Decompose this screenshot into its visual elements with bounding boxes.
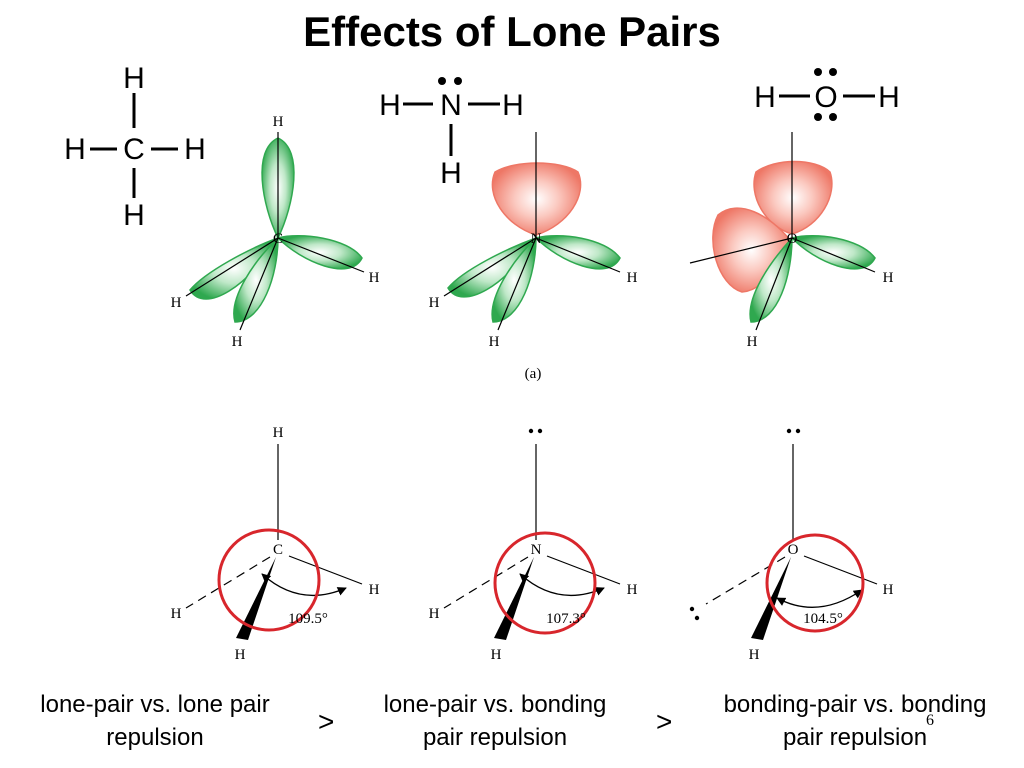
bond-angle-nh3: 107.3° xyxy=(546,611,586,627)
orbital-nh3 xyxy=(443,132,621,331)
repulsion-circle xyxy=(493,531,597,635)
caption-lone-lone: lone-pair vs. lone pair repulsion xyxy=(10,688,300,754)
caption-bonding-bonding-line2: pair repulsion xyxy=(782,724,928,751)
caption-lone-bonding: lone-pair vs. bonding pair repulsion xyxy=(350,688,640,754)
geometry-h2o-center-o: O xyxy=(788,542,799,558)
lone-pair-dot xyxy=(795,428,801,434)
lone-pair-dot xyxy=(537,428,543,434)
lone-pair-dot xyxy=(689,606,695,612)
orbital-h2o-center-o: O xyxy=(787,231,798,247)
geometry-h2o-h-right: H xyxy=(883,582,894,598)
lewis-h2o xyxy=(779,68,875,121)
lone-pair-dot xyxy=(829,113,837,121)
orbital-ch4 xyxy=(185,132,365,331)
figure-label-a: (a) xyxy=(525,366,542,382)
lewis-ch4-bottom-h: H xyxy=(123,199,145,232)
page-number: 6 xyxy=(926,712,934,729)
lewis-ch4-top-h: H xyxy=(123,62,145,95)
lewis-nh3-center-n: N xyxy=(440,89,462,122)
geometry-ch4-h-top: H xyxy=(273,425,284,441)
geometry-ch4-h-left: H xyxy=(171,606,182,622)
orbital-nh3-center-n: N xyxy=(531,231,542,247)
caption-lone-lone-line2: repulsion xyxy=(106,724,204,751)
lone-pair-dot xyxy=(694,615,700,621)
lone-pair-dot xyxy=(814,68,822,76)
lone-pair-dot xyxy=(814,113,822,121)
bond-angle-ch4: 109.5° xyxy=(288,611,328,627)
orbital-nh3-h-left: H xyxy=(429,295,440,311)
orbital-h2o xyxy=(689,132,876,331)
geometry-nh3-h-left: H xyxy=(429,606,440,622)
lewis-nh3-left-h: H xyxy=(379,89,401,122)
geometry-nh3-h-bottom: H xyxy=(491,647,502,663)
slide-title: Effects of Lone Pairs xyxy=(303,8,721,55)
lewis-h2o-right-h: H xyxy=(878,81,900,114)
repulsion-circle xyxy=(765,533,865,633)
geometry-ch4-h-right: H xyxy=(369,582,380,598)
lone-pair-dot xyxy=(786,428,792,434)
lewis-h2o-left-h: H xyxy=(754,81,776,114)
lewis-nh3 xyxy=(403,77,500,156)
geometry-nh3-center-n: N xyxy=(531,542,542,558)
comparator-greater-than-2: > xyxy=(656,706,673,737)
geometry-nh3 xyxy=(443,428,621,640)
bonding-lobe xyxy=(233,236,279,323)
comparator-greater-than-1: > xyxy=(318,706,335,737)
geometry-h2o-h-bottom: H xyxy=(749,647,760,663)
geometry-ch4 xyxy=(185,444,363,640)
geometry-nh3-h-right: H xyxy=(627,582,638,598)
geometry-ch4-h-bottom: H xyxy=(235,647,246,663)
orbital-ch4-h-top: H xyxy=(273,114,284,130)
orbital-h2o-h-right: H xyxy=(883,270,894,286)
lone-pair-dot xyxy=(454,77,462,85)
orbital-nh3-h-right: H xyxy=(627,270,638,286)
caption-lone-bonding-line2: pair repulsion xyxy=(422,724,568,751)
bonding-lobe xyxy=(491,236,537,323)
lewis-nh3-right-h: H xyxy=(502,89,524,122)
lone-pair-dot xyxy=(528,428,534,434)
lewis-h2o-center-o: O xyxy=(814,81,837,114)
orbital-ch4-h-right: H xyxy=(369,270,380,286)
geometry-h2o xyxy=(689,428,878,640)
orbital-ch4-h-bottom: H xyxy=(232,334,243,350)
bond-angle-h2o: 104.5° xyxy=(803,611,843,627)
orbital-ch4-center-c: C xyxy=(273,231,283,247)
orbital-ch4-h-left: H xyxy=(171,295,182,311)
lewis-nh3-bottom-h: H xyxy=(440,157,462,190)
lewis-ch4 xyxy=(90,93,178,198)
repulsion-circle xyxy=(217,528,321,632)
lewis-ch4-center-c: C xyxy=(123,133,145,166)
geometry-ch4-center-c: C xyxy=(273,542,283,558)
bonding-lobe xyxy=(534,235,621,270)
lone-pair-lobe xyxy=(753,160,833,235)
caption-bonding-bonding-line1: bonding-pair vs. bonding xyxy=(723,691,987,718)
lewis-ch4-right-h: H xyxy=(184,133,206,166)
caption-lone-bonding-line1: lone-pair vs. bonding xyxy=(383,691,607,718)
bonding-lobe xyxy=(276,235,363,270)
lone-pair-dot xyxy=(829,68,837,76)
bonding-lobe xyxy=(749,236,793,323)
lewis-ch4-left-h: H xyxy=(64,133,86,166)
lone-pair-dot xyxy=(438,77,446,85)
caption-lone-lone-line1: lone-pair vs. lone pair xyxy=(40,691,270,718)
orbital-nh3-h-bottom: H xyxy=(489,334,500,350)
orbital-h2o-h-bottom: H xyxy=(747,334,758,350)
bonding-lobe xyxy=(790,235,876,270)
caption-bonding-bonding: bonding-pair vs. bonding pair repulsion xyxy=(690,688,1020,754)
